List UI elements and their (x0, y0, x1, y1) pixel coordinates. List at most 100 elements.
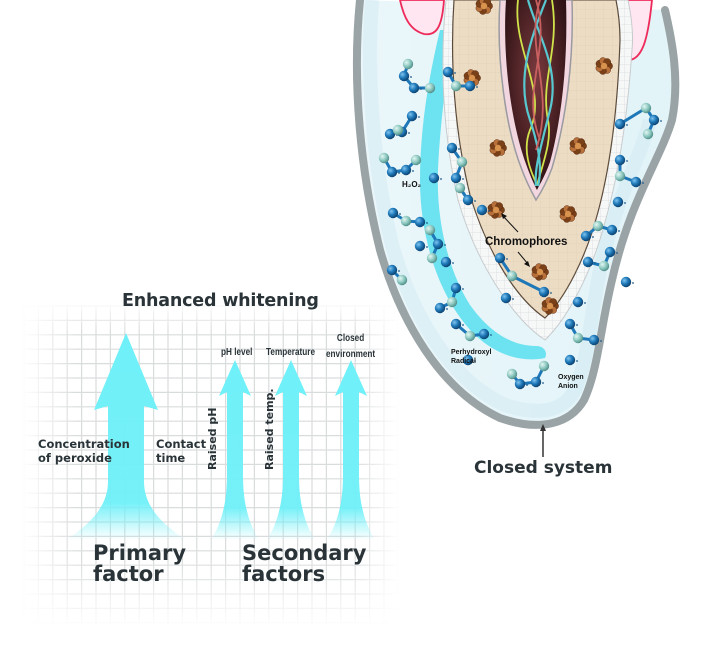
label-temperature: Temperature (266, 346, 316, 358)
molecule (564, 318, 602, 346)
electron-dot (444, 244, 446, 246)
label-line: Contact (156, 437, 207, 451)
electron-dot (490, 334, 492, 336)
chromophore-pointer-1-head (501, 213, 507, 219)
electron-dot (632, 282, 634, 284)
hydrogen-atom (642, 128, 654, 140)
oxygen-atom (614, 154, 626, 166)
hydrogen-atom (572, 332, 584, 344)
label-h2o2: H₂O₂ (402, 180, 422, 189)
heading-line: factor (93, 562, 164, 586)
hydrogen-atom (592, 220, 604, 232)
oxygen-atom (514, 378, 526, 390)
hydrogen-atom (378, 152, 390, 164)
oxygen-atom (530, 376, 542, 388)
factor-arrows (66, 333, 375, 540)
label-chromophores: Chromophores (485, 236, 568, 248)
molecule (428, 172, 442, 184)
molecule (620, 276, 634, 288)
oxygen-atom (450, 282, 462, 294)
electron-dot (426, 246, 428, 248)
oxygen-atom (580, 230, 592, 242)
electron-dot (600, 340, 602, 342)
heading-line: Primary (93, 541, 187, 565)
chromophore (595, 57, 613, 75)
heading-line: Secondary (242, 541, 367, 565)
heading-line: factors (242, 562, 326, 586)
hydrogen-atom (426, 252, 438, 264)
electron-dot (618, 230, 620, 232)
molecule (476, 204, 490, 216)
chromophore-pointer-2 (517, 251, 529, 265)
chromophore (531, 263, 549, 281)
chromophore-core (600, 62, 608, 70)
label-line: Anion (558, 383, 578, 390)
oxygen-atom (387, 207, 399, 219)
electron-dot (452, 262, 454, 264)
oxygen-atom (564, 318, 576, 330)
electron-dot (576, 360, 578, 362)
hydrogen-atom (464, 330, 476, 342)
electron-dot (506, 258, 508, 260)
vessel-blue-2 (523, 0, 548, 187)
label-ph-level: pH level (221, 346, 253, 358)
hydrogen-atom (450, 80, 462, 92)
oxygen-atom (400, 164, 412, 176)
oxygen-atom (384, 128, 396, 140)
electron-dot (420, 88, 422, 90)
oxygen-atom (564, 354, 576, 366)
chromophore-core (564, 210, 572, 218)
molecule (398, 58, 436, 94)
oxygen-atom (414, 240, 426, 252)
oxygen-atom (386, 166, 398, 178)
chromophore-core (492, 206, 500, 214)
label-oxygen-anion: Oxygen Anion (558, 373, 584, 391)
molecule (440, 256, 454, 268)
peroxide-molecules (378, 58, 662, 390)
chromophore (487, 201, 505, 219)
label-closed-system: Closed system (474, 458, 613, 478)
hydrogen-atom (454, 182, 466, 194)
oxygen-atom (414, 216, 426, 228)
oxygen-atom (406, 110, 418, 122)
gum-left (399, 0, 445, 36)
hydrogen-atom (400, 215, 412, 227)
chromophore (475, 0, 493, 15)
hydrogen-atom (396, 274, 408, 286)
molecule (434, 282, 464, 314)
label-concentration-of-peroxide: Concentration of peroxide (38, 437, 130, 465)
oxygen-atom (538, 286, 550, 298)
hydrogen-atom (506, 368, 518, 380)
oxygen-atom (604, 246, 616, 258)
label-line: time (156, 451, 186, 465)
label-line: environment (326, 348, 376, 360)
molecule-bond (511, 274, 545, 294)
label-line: Concentration (38, 437, 130, 451)
oxygen-atom (476, 204, 488, 216)
oxygen-atom (500, 292, 512, 304)
hydrogen-atom (446, 296, 458, 308)
vessel-blue (526, 0, 554, 187)
chromophore-core (480, 2, 488, 10)
oxygen-atom (446, 142, 458, 154)
oxygen-atom (440, 256, 452, 268)
label-perhydroxyl-radical: Perhydroxyl Radical (451, 348, 491, 366)
molecule (378, 152, 422, 178)
vessel-red (532, 0, 542, 141)
molecule (572, 296, 586, 308)
label-line: Closed (336, 332, 365, 344)
electron-dot (576, 324, 578, 326)
electron-dot (626, 160, 628, 162)
label-raised-temp: Raised temp. (263, 388, 276, 470)
molecule (414, 240, 428, 252)
electron-dot (474, 200, 476, 202)
electron-dot (594, 262, 596, 264)
electron-dot (399, 213, 401, 215)
hydrogen-atom (392, 124, 404, 136)
oxygen-atom (386, 264, 398, 276)
chromophore-core (468, 74, 476, 82)
oxygen-atom (462, 194, 474, 206)
chromophore-pointer-1 (502, 215, 519, 233)
label-contact-time: Contact time (156, 437, 206, 465)
